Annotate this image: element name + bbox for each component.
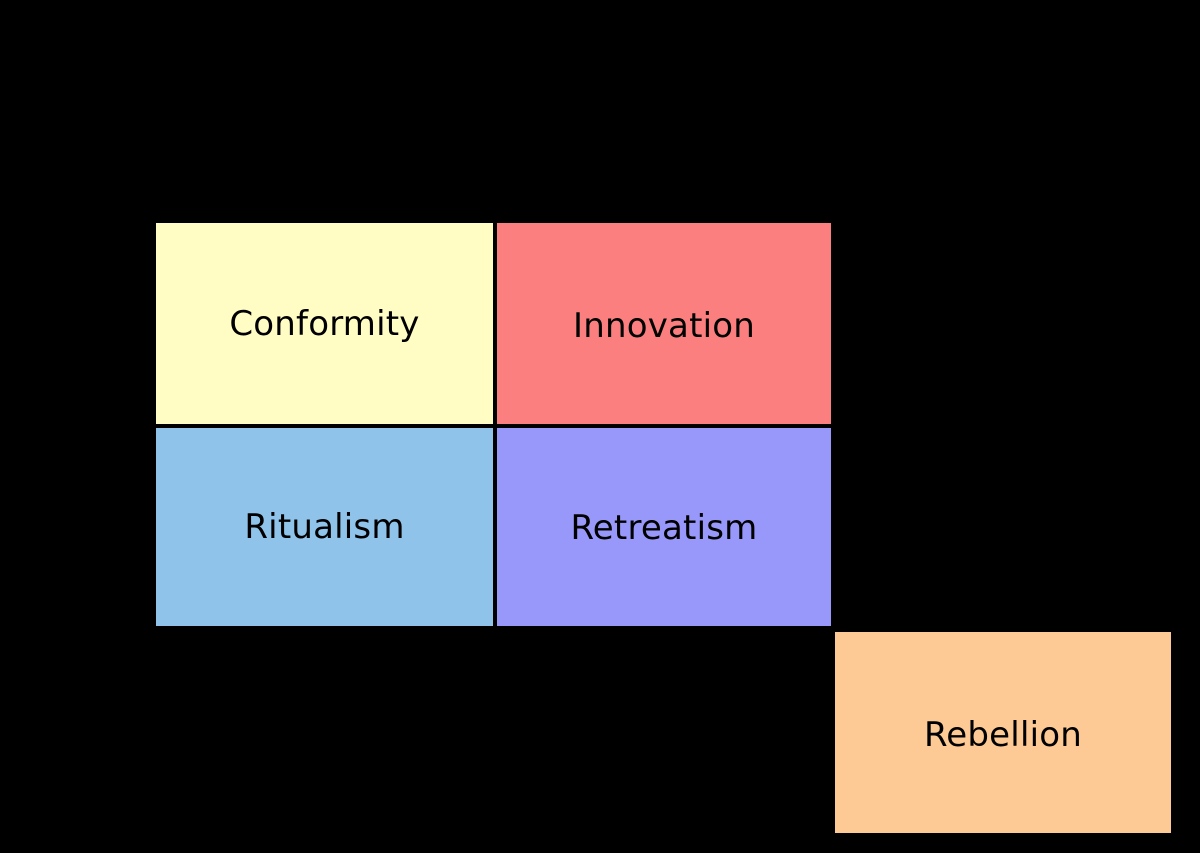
cell-rebellion[interactable]: Rebellion bbox=[835, 632, 1171, 833]
cell-label-conformity: Conformity bbox=[229, 303, 420, 344]
cell-retreatism[interactable]: Retreatism bbox=[495, 426, 833, 628]
cell-label-ritualism: Ritualism bbox=[244, 507, 405, 547]
cell-conformity[interactable]: Conformity bbox=[154, 221, 495, 426]
cell-innovation[interactable]: Innovation bbox=[495, 221, 833, 426]
cell-label-rebellion: Rebellion bbox=[923, 714, 1082, 755]
cell-label-retreatism: Retreatism bbox=[570, 508, 758, 548]
cell-ritualism[interactable]: Ritualism bbox=[154, 426, 495, 628]
cell-label-innovation: Innovation bbox=[572, 305, 755, 346]
